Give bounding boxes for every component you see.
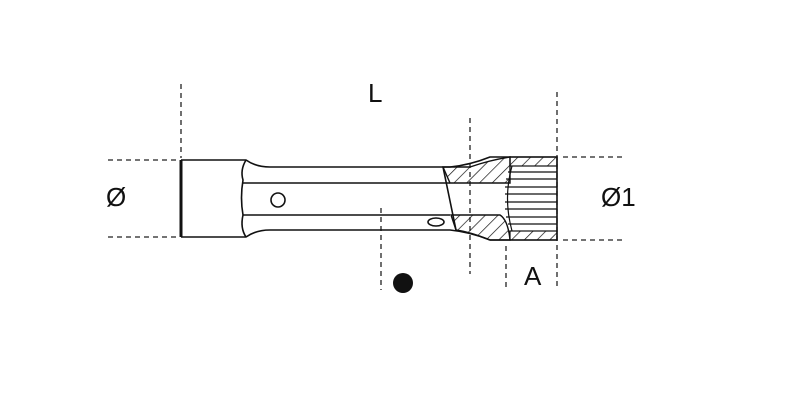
label-length: L [368, 78, 383, 108]
label-diameter1: Ø1 [601, 182, 636, 212]
pin-hole [270, 192, 286, 208]
slot-hole [427, 217, 445, 227]
label-a: A [524, 261, 542, 291]
bullet-dot [393, 273, 413, 293]
socket-teeth [505, 165, 557, 232]
wrench-body [179, 156, 558, 241]
label-diameter: Ø [106, 182, 127, 212]
dimension-lines [108, 84, 626, 290]
